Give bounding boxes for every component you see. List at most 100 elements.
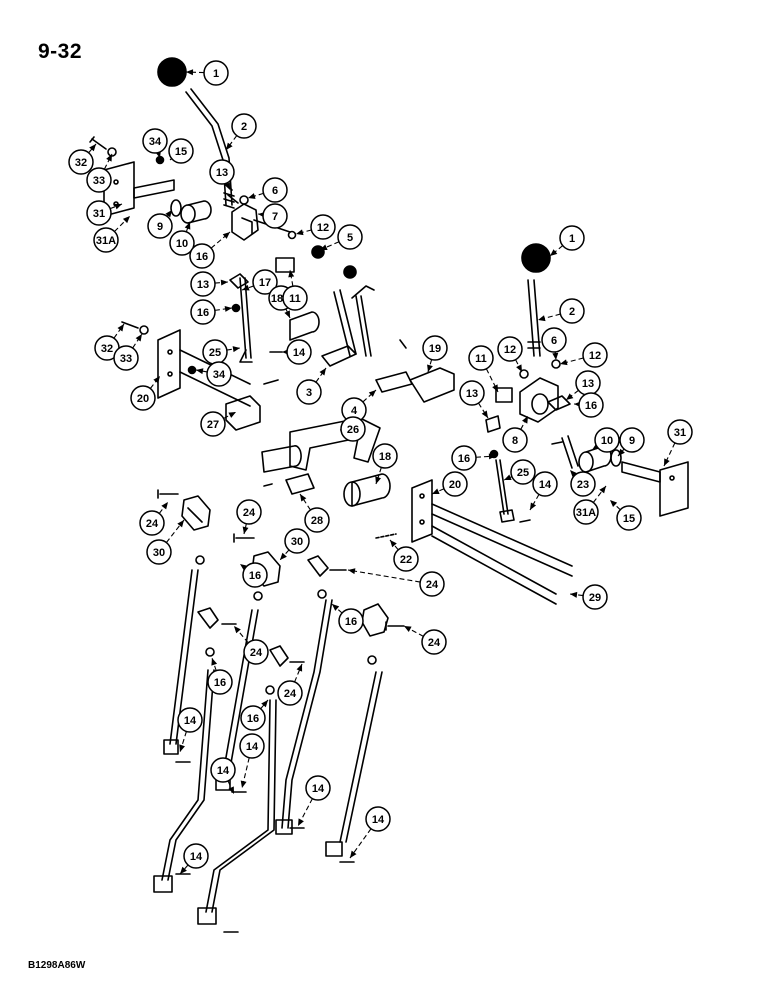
callout-circle bbox=[510, 459, 536, 485]
callout-label: 34 bbox=[149, 136, 162, 148]
callout-circle bbox=[239, 733, 265, 759]
lever-arm-3 bbox=[333, 289, 357, 357]
left-lever-thread bbox=[223, 192, 235, 209]
callout-label: 20 bbox=[137, 393, 149, 405]
callout-label: 10 bbox=[601, 435, 613, 447]
leader-arrowhead bbox=[350, 850, 357, 858]
leader-arrowhead bbox=[300, 494, 307, 502]
leader-arrowhead bbox=[117, 324, 124, 332]
callout-circle bbox=[139, 510, 165, 536]
leader-line bbox=[549, 245, 564, 257]
page-number: 9-32 bbox=[38, 40, 83, 63]
callout-circle bbox=[207, 669, 233, 695]
spring-pin-22 bbox=[375, 533, 397, 539]
leader-line bbox=[149, 375, 161, 389]
callout-label: 1 bbox=[569, 233, 575, 245]
callout-circle bbox=[284, 528, 310, 554]
rod-eye-d bbox=[197, 907, 217, 925]
callout-circle bbox=[559, 298, 585, 324]
callout-circle bbox=[296, 379, 322, 405]
callout-label: 33 bbox=[120, 353, 132, 365]
right-lever-thread bbox=[527, 341, 541, 349]
lower-rod-f bbox=[339, 671, 383, 843]
callout-circle bbox=[200, 411, 226, 437]
bushing-18 bbox=[351, 473, 391, 507]
leader-arrowhead bbox=[220, 279, 228, 286]
leader-arrowhead bbox=[165, 210, 172, 218]
callout-circle bbox=[236, 499, 262, 525]
plate-hole bbox=[113, 179, 119, 185]
bushing-18-end bbox=[343, 481, 361, 507]
right-bushing-end bbox=[578, 451, 594, 473]
clevis-30a bbox=[181, 495, 211, 531]
callout-label: 11 bbox=[475, 353, 487, 365]
callout-circle bbox=[421, 629, 447, 655]
callout-circle bbox=[541, 327, 567, 353]
leader-line bbox=[132, 333, 143, 349]
callout-label: 14 bbox=[217, 765, 230, 777]
callout-label: 16 bbox=[585, 400, 597, 412]
cube-11b bbox=[495, 387, 513, 403]
callout-label: 9 bbox=[629, 435, 635, 447]
callout-circle bbox=[305, 775, 331, 801]
leader-arrowhead bbox=[432, 488, 440, 494]
leader-arrowhead bbox=[296, 229, 304, 236]
left-mount-plate bbox=[103, 161, 135, 217]
callout-label: 8 bbox=[512, 435, 518, 447]
callout-label: 24 bbox=[428, 637, 441, 649]
callout-circle bbox=[203, 60, 229, 86]
callout-label: 7 bbox=[272, 211, 278, 223]
callout-circle bbox=[142, 128, 168, 154]
leader-arrowhead bbox=[184, 222, 191, 230]
leader-arrowhead bbox=[232, 346, 240, 353]
leader-arrowhead bbox=[298, 818, 304, 826]
right-knob bbox=[521, 243, 551, 273]
callout-label: 13 bbox=[216, 167, 228, 179]
callout-label: 15 bbox=[175, 146, 187, 158]
callout-circle bbox=[286, 339, 312, 365]
leader-arrowhead bbox=[177, 520, 184, 528]
leader-line bbox=[247, 192, 264, 199]
callout-circle bbox=[497, 336, 523, 362]
leader-arrowhead bbox=[186, 69, 194, 76]
leader-arrowhead bbox=[222, 232, 230, 239]
leader-arrowhead bbox=[492, 384, 498, 392]
leader-arrowhead bbox=[566, 393, 574, 400]
callout-label: 31A bbox=[96, 235, 116, 247]
callout-label: 14 bbox=[539, 479, 552, 491]
callout-circle bbox=[68, 149, 94, 175]
callout-label: 13 bbox=[466, 388, 478, 400]
right-plate-20 bbox=[411, 479, 433, 543]
callout-label: 19 bbox=[429, 343, 441, 355]
callout-label: 32 bbox=[101, 343, 113, 355]
leader-arrowhead bbox=[552, 352, 559, 360]
callout-label: 31 bbox=[674, 427, 686, 439]
link-3 bbox=[321, 345, 357, 367]
callout-circle bbox=[113, 345, 139, 371]
leader-arrowhead bbox=[196, 368, 204, 375]
callout-circle bbox=[86, 200, 112, 226]
callout-label: 14 bbox=[184, 715, 197, 727]
lever-arm-top bbox=[351, 285, 375, 299]
leader-line bbox=[214, 307, 233, 311]
leader-arrowhead bbox=[375, 476, 381, 484]
nut-16e bbox=[317, 589, 327, 599]
callout-label: 17 bbox=[259, 277, 271, 289]
callout-label: 4 bbox=[351, 405, 358, 417]
callout-circle bbox=[146, 539, 172, 565]
leader-line bbox=[375, 467, 382, 485]
left-bolt-32 bbox=[89, 136, 107, 150]
leader-arrowhead bbox=[319, 368, 326, 376]
callout-label: 27 bbox=[207, 419, 219, 431]
clevis-30a-slot bbox=[187, 507, 203, 523]
leader-arrowhead bbox=[280, 552, 287, 560]
leader-arrowhead bbox=[481, 410, 488, 418]
leader-line bbox=[362, 389, 377, 403]
callout-label: 31A bbox=[576, 507, 596, 519]
callout-circle bbox=[619, 427, 645, 453]
leader-arrowhead bbox=[390, 540, 397, 548]
control-rod-17 bbox=[239, 277, 252, 359]
bracket-27 bbox=[225, 395, 261, 431]
left-washer-33 bbox=[107, 147, 117, 157]
